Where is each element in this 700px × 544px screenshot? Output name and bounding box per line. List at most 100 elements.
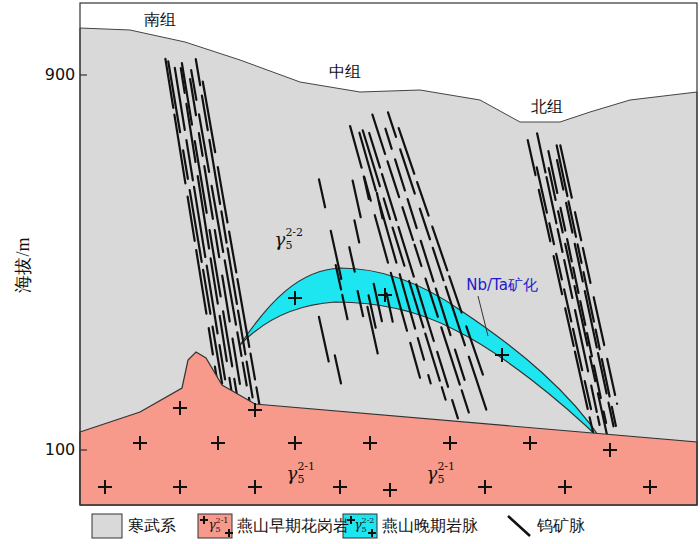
vein-stroke — [418, 338, 424, 360]
tungsten-veins — [165, 59, 617, 447]
vein-stroke — [549, 223, 554, 244]
vein-stroke — [251, 354, 256, 380]
vein-stroke — [372, 115, 385, 154]
granite-symbol: 5 — [297, 474, 304, 486]
plus-mark — [288, 436, 302, 450]
vein-stroke — [247, 362, 253, 398]
vein-stroke — [374, 284, 382, 321]
vein-stroke — [585, 381, 591, 409]
legend-text: 燕山早期花岗岩 — [237, 517, 349, 535]
plus-mark — [643, 480, 657, 494]
legend-symbol: γ — [354, 519, 361, 532]
vein-stroke — [528, 140, 536, 175]
vein-stroke — [442, 387, 446, 400]
plus-mark — [248, 480, 262, 494]
plus-mark — [523, 436, 537, 450]
vein-stroke — [578, 244, 582, 262]
nbta-leader — [478, 296, 488, 336]
vein-stroke — [237, 279, 249, 347]
vein-stroke — [580, 301, 585, 325]
vein-stroke — [349, 247, 354, 271]
plus-mark — [495, 348, 509, 362]
vein-stroke — [587, 333, 592, 356]
vein-stroke — [410, 343, 420, 378]
vein-stroke — [548, 151, 557, 193]
vein-stroke — [437, 352, 448, 387]
vein-stroke — [215, 230, 219, 257]
vein-stroke — [384, 199, 390, 220]
plus-mark — [378, 288, 392, 302]
vein-stroke — [462, 390, 469, 412]
vein-stroke — [455, 350, 465, 380]
legend-swatch — [92, 514, 122, 538]
vein-stroke — [364, 177, 369, 199]
vein-stroke — [191, 70, 196, 100]
plus-mark — [443, 436, 457, 450]
vein-stroke — [426, 279, 438, 317]
plus-mark — [603, 443, 617, 457]
plus-mark — [225, 529, 233, 537]
vein-stroke — [393, 228, 405, 266]
vein-stroke — [218, 167, 228, 222]
vein-stroke — [203, 82, 215, 153]
vein-stroke — [377, 193, 383, 218]
vein-stroke — [369, 295, 376, 327]
vein-stroke — [564, 260, 572, 298]
vein-stroke — [168, 61, 180, 132]
vein-stroke — [421, 241, 434, 282]
tick — [80, 74, 87, 75]
vein-stroke — [575, 244, 583, 282]
group-label: 中组 — [327, 63, 363, 81]
vein-stroke — [569, 201, 577, 236]
vein-stroke — [591, 386, 597, 412]
vein-stroke — [567, 239, 572, 261]
dike-symbol: 5 — [285, 240, 292, 252]
vein-stroke — [256, 387, 259, 406]
vein-stroke — [556, 254, 562, 280]
legend-symbol: 5 — [216, 526, 221, 535]
legend-symbol: 2-2 — [362, 517, 375, 526]
vein-stroke — [183, 150, 188, 179]
vein-stroke — [537, 133, 545, 172]
mineralization-label: Nb/Ta矿化 — [464, 277, 540, 294]
plus-mark — [383, 483, 397, 497]
vein-stroke — [364, 177, 371, 201]
axis-title: 海拔/m — [14, 237, 34, 292]
vein-stroke — [212, 186, 224, 252]
plus-mark — [478, 480, 492, 494]
vein-stroke — [583, 248, 591, 283]
vein-stroke — [594, 297, 605, 345]
vein-stroke — [604, 412, 607, 423]
vein-stroke — [395, 159, 405, 190]
vein-stroke — [428, 375, 430, 384]
vein-stroke — [573, 268, 578, 293]
vein-stroke — [354, 220, 359, 242]
axis-tick-label: 100 — [45, 441, 76, 459]
vein-stroke — [616, 403, 618, 405]
legend-symbol: 5 — [362, 526, 367, 535]
plus-mark — [363, 436, 377, 450]
vein-stroke — [385, 129, 391, 149]
legend-text: 燕山晚期岩脉 — [382, 517, 478, 535]
plus-mark — [288, 291, 302, 305]
vein-stroke — [204, 166, 213, 219]
vein-stroke — [408, 199, 417, 228]
vein-stroke — [594, 366, 601, 398]
vein-stroke — [561, 208, 566, 231]
legend-text: 钨矿脉 — [537, 517, 585, 535]
plus-mark — [248, 403, 262, 417]
vein-stroke — [237, 332, 241, 356]
plus-mark — [98, 480, 112, 494]
vein-stroke — [399, 128, 415, 174]
vein-stroke — [363, 130, 380, 186]
vein-stroke — [537, 167, 547, 212]
group-label: 南组 — [144, 11, 176, 29]
plot-frame — [80, 3, 697, 505]
vein-stroke — [575, 212, 581, 240]
vein-stroke — [223, 311, 232, 366]
legend-swatch — [198, 514, 232, 538]
vein-stroke — [432, 227, 447, 271]
dike-symbol: γ — [275, 230, 286, 250]
